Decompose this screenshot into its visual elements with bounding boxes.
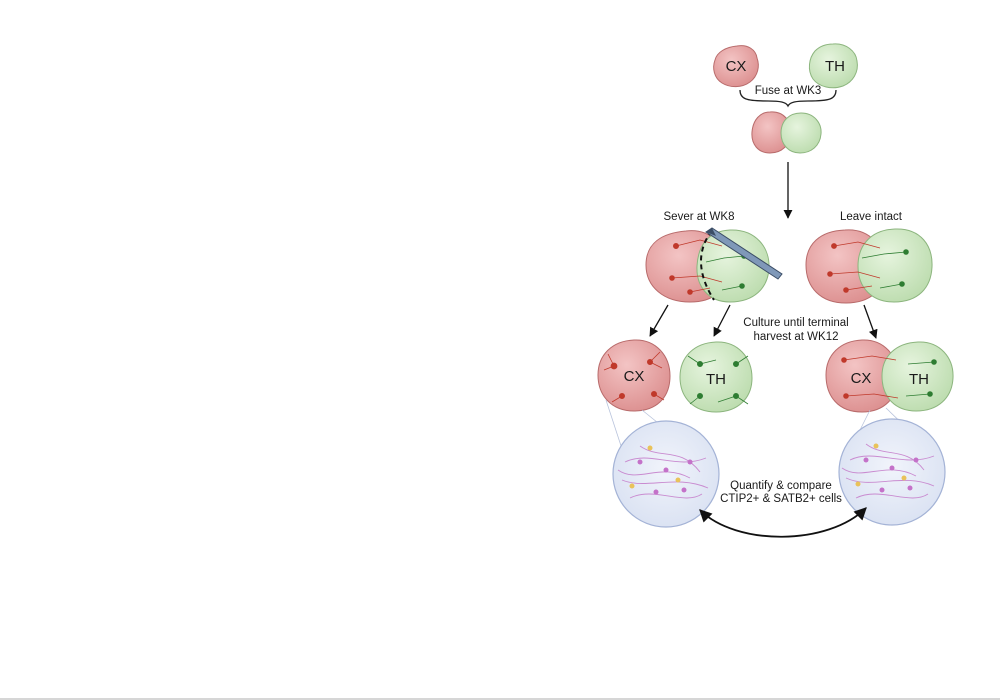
- th-label-top: TH: [825, 58, 845, 75]
- arrow-to-th-severed: [713, 304, 731, 337]
- fuse-label: Fuse at WK3: [755, 85, 821, 97]
- cx-label-intact: CX: [851, 370, 872, 387]
- quantify-label-line1: Quantify & compare: [730, 480, 832, 492]
- arrow-to-intact-wk12: [863, 304, 878, 339]
- sever-label: Sever at WK8: [664, 211, 735, 223]
- th-organoid-severed: [679, 341, 753, 413]
- scalpel-icon: [705, 227, 783, 280]
- neuron-cluster-red: [669, 239, 723, 295]
- cx-label-top: CX: [726, 58, 747, 75]
- severed-assembloid: [645, 227, 783, 303]
- fused-organoid-top: [751, 111, 822, 154]
- zoom-circle-intact: [838, 418, 946, 526]
- leave-label: Leave intact: [840, 211, 903, 223]
- th-label-intact: TH: [909, 371, 929, 388]
- cx-organoid-severed: [597, 339, 671, 412]
- cx-label-severed: CX: [624, 368, 645, 385]
- bottom-divider: [0, 698, 1000, 700]
- cx-organoid-top: [713, 45, 759, 88]
- fuse-brace: [739, 89, 837, 108]
- cut-line: [700, 230, 715, 301]
- culture-label-line1: Culture until terminal: [743, 317, 848, 329]
- compare-double-arrow: [699, 507, 867, 538]
- intact-assembloid: [805, 228, 933, 304]
- th-organoid-top: [808, 43, 858, 89]
- quantify-label-line2: CTIP2+ & SATB2+ cells: [720, 493, 842, 505]
- culture-label-line2: harvest at WK12: [753, 331, 838, 343]
- th-label-severed: TH: [706, 371, 726, 388]
- zoom-circle-severed: [612, 420, 720, 528]
- intact-assembloid-wk12: [825, 339, 954, 413]
- arrow-to-cx-severed: [649, 304, 669, 337]
